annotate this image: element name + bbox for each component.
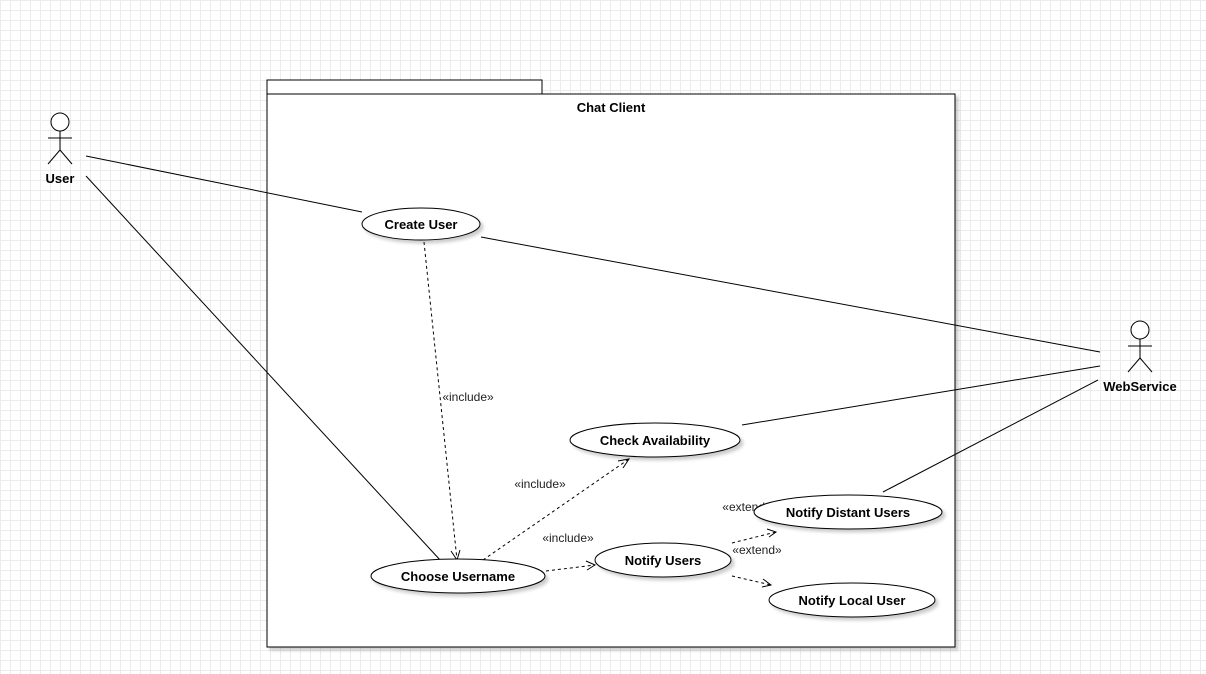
stick-figure-icon — [47, 112, 73, 165]
use-case-create-user[interactable]: Create User — [361, 207, 481, 241]
label-create-to-choose: «include» — [442, 390, 494, 404]
label-choose-to-notify: «include» — [542, 531, 594, 545]
use-case-choose-username[interactable]: Choose Username — [370, 558, 546, 594]
use-case-notify-distant-users-label: Notify Distant Users — [786, 505, 910, 520]
system-boundary-title: Chat Client — [577, 100, 646, 115]
assoc-distant-users-webservice[interactable] — [882, 379, 1099, 493]
use-case-notify-distant-users[interactable]: Notify Distant Users — [753, 494, 943, 530]
assoc-user-choose-username[interactable] — [85, 175, 442, 562]
use-case-choose-username-label: Choose Username — [401, 569, 515, 584]
assoc-check-availability-webservice[interactable] — [741, 365, 1101, 426]
actor-user[interactable]: User — [46, 112, 75, 186]
extend-notify-to-local[interactable] — [731, 575, 773, 588]
extend-notify-to-distant[interactable] — [731, 528, 778, 544]
label-notify-to-local: «extend» — [732, 543, 782, 557]
assoc-user-create-user[interactable] — [85, 155, 363, 213]
label-choose-to-check: «include» — [514, 477, 566, 491]
stick-figure-icon — [1127, 320, 1153, 373]
use-case-check-availability[interactable]: Check Availability — [569, 422, 741, 458]
actor-webservice-label: WebService — [1103, 379, 1176, 394]
include-choose-to-check[interactable] — [482, 458, 631, 561]
stereotype-labels: «include» «include» «include» «extend» «… — [442, 390, 782, 557]
include-choose-to-notify[interactable] — [545, 560, 597, 572]
use-case-create-user-label: Create User — [385, 217, 458, 232]
use-case-check-availability-label: Check Availability — [600, 433, 711, 448]
actor-webservice[interactable]: WebService — [1103, 320, 1177, 394]
actor-user-label: User — [46, 171, 75, 186]
use-case-notify-local-user-label: Notify Local User — [799, 593, 906, 608]
use-case-notify-users-label: Notify Users — [625, 553, 702, 568]
assoc-create-user-webservice[interactable] — [480, 236, 1101, 353]
use-case-notify-local-user[interactable]: Notify Local User — [768, 582, 936, 618]
associations — [85, 155, 1101, 562]
use-case-notify-users[interactable]: Notify Users — [594, 542, 732, 578]
